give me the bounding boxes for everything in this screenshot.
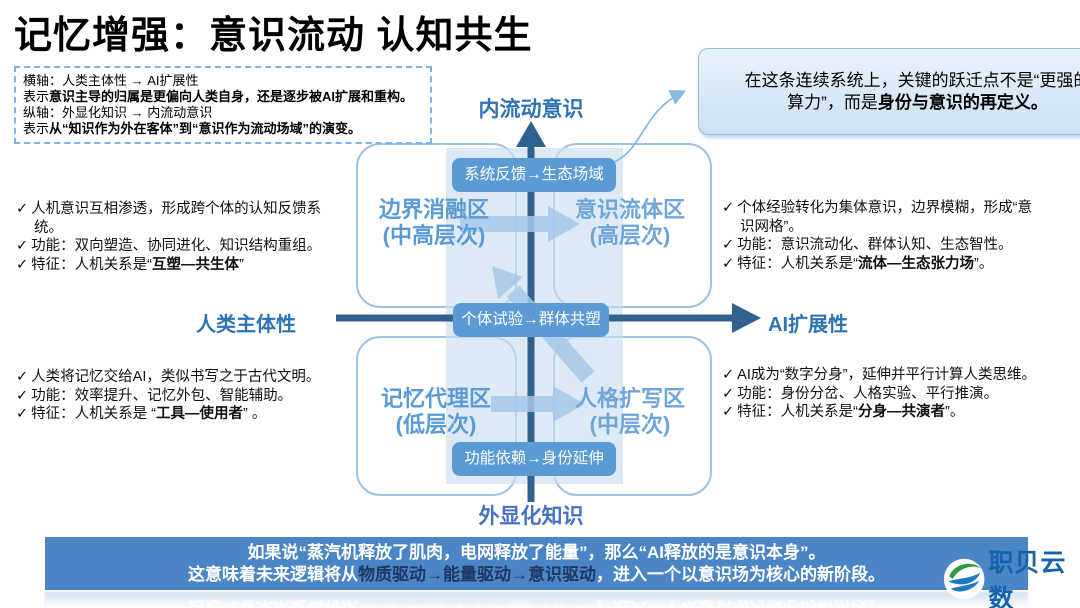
note-block-top-right: ✓个体经验转化为集体意识，边界模糊，形成“意识网格”。 ✓功能：意识流动化、群体… [722,199,1034,273]
callout-text: 在这条连续系统上，关键的跃迁点不是“更强的算力”，而是身份与意识的再定义。 [744,70,1080,112]
note-item: ✓特征：人机关系是“分身—共演者”。 [722,404,965,420]
check-icon: ✓ [16,238,29,254]
legend-line-vertical-desc: 表示从“知识作为外在客体”到“意识作为流动场域”的演变。 [23,121,362,136]
key-insight-callout: 在这条连续系统上，关键的跃迁点不是“更强的算力”，而是身份与意识的再定义。 [698,48,1080,135]
quadrant-title-consciousness-fluid: 意识流体区(高层次) [574,197,685,248]
page-title: 记忆增强：意识流动 认知共生 [14,15,533,57]
note-item: ✓功能：双向塑造、协同进化、知识结构重组。 [16,238,322,254]
badge-system-feedback: 系统反馈→生态场域 [452,158,616,192]
axis-label-right: AI扩展性 [768,314,848,336]
note-item: ✓功能：意识流动化、群体认知、生态智性。 [722,237,1013,253]
note-block-bottom-left: ✓人类将记忆交给AI，类似书写之于古代文明。 ✓功能：效率提升、记忆外包、智能辅… [16,368,361,424]
check-icon: ✓ [16,369,29,385]
legend-line-vertical-axis: 纵轴：外显化知识 → 内流动意识 [23,105,213,120]
check-icon: ✓ [722,237,735,253]
note-item: ✓人机意识互相渗透，形成跨个体的认知反馈系统。 [16,201,322,236]
bottom-banner: 如果说“蒸汽机释放了肌肉，电网释放了能量”，那么“AI释放的是意识本身”。 这意… [45,537,1028,590]
check-icon: ✓ [722,255,735,272]
check-icon: ✓ [16,387,29,404]
banner-line-1: 如果说“蒸汽机释放了肌肉，电网释放了能量”，那么“AI释放的是意识本身”。 [247,543,826,562]
note-item: ✓个体经验转化为集体意识，边界模糊，形成“意识网格”。 [722,200,1032,235]
logo-wave-icon [943,558,985,600]
logo: 职贝云数 [943,549,1080,608]
logo-text: 职贝云数 [988,549,1067,608]
reflection-fade [45,592,1028,608]
note-item: ✓特征：人机关系是“互塑—共生体” [16,256,244,273]
note-item: ✓功能：效率提升、记忆外包、智能辅助。 [16,387,293,404]
note-item: ✓AI成为“数字分身”，延伸并平行计算人类思维。 [722,367,1037,383]
banner-line-2: 这意味着未来逻辑将从物质驱动→能量驱动→意识驱动，进入一个以意识场为核心的新阶段… [188,565,885,584]
check-icon: ✓ [16,256,29,273]
quadrant-title-boundary-melt: 边界消融区(中高层次) [378,197,489,248]
note-item: ✓功能：身份分岔、人格实验、平行推演。 [722,385,999,402]
note-block-top-left: ✓人机意识互相渗透，形成跨个体的认知反馈系统。 ✓功能：双向塑造、协同进化、知识… [16,200,328,274]
axis-label-top: 内流动意识 [478,98,584,121]
axis-label-bottom: 外显化知识 [478,505,584,528]
check-icon: ✓ [16,406,29,422]
axis-label-left: 人类主体性 [196,314,296,336]
note-item: ✓特征：人机关系是“流体—生态张力场”。 [722,255,994,272]
legend-line-horizontal-desc: 表示意识主导的归属是更偏向人类自身，还是逐步被AI扩展和重构。 [23,89,414,104]
badge-individual-trial: 个体试验→群体共塑 [453,303,609,337]
check-icon: ✓ [16,201,29,217]
axis-legend-box: 横轴：人类主体性 → AI扩展性 表示意识主导的归属是更偏向人类自身，还是逐步被… [14,66,432,144]
quadrant-title-persona-expand: 人格扩写区(中层次) [574,386,685,437]
check-icon: ✓ [722,404,735,420]
note-item: ✓特征：人机关系是 “工具—使用者” 。 [16,406,267,422]
badge-function-dependence: 功能依赖→身份延伸 [452,442,616,476]
note-item: ✓人类将记忆交给AI，类似书写之于古代文明。 [16,369,321,385]
check-icon: ✓ [722,385,735,402]
check-icon: ✓ [722,367,735,383]
quadrant-title-memory-agent: 记忆代理区(低层次) [380,386,491,437]
legend-line-horizontal-axis: 横轴：人类主体性 → AI扩展性 [23,73,199,88]
check-icon: ✓ [722,200,735,216]
note-block-bottom-right: ✓AI成为“数字分身”，延伸并平行计算人类思维。 ✓功能：身份分岔、人格实验、平… [722,366,1074,422]
